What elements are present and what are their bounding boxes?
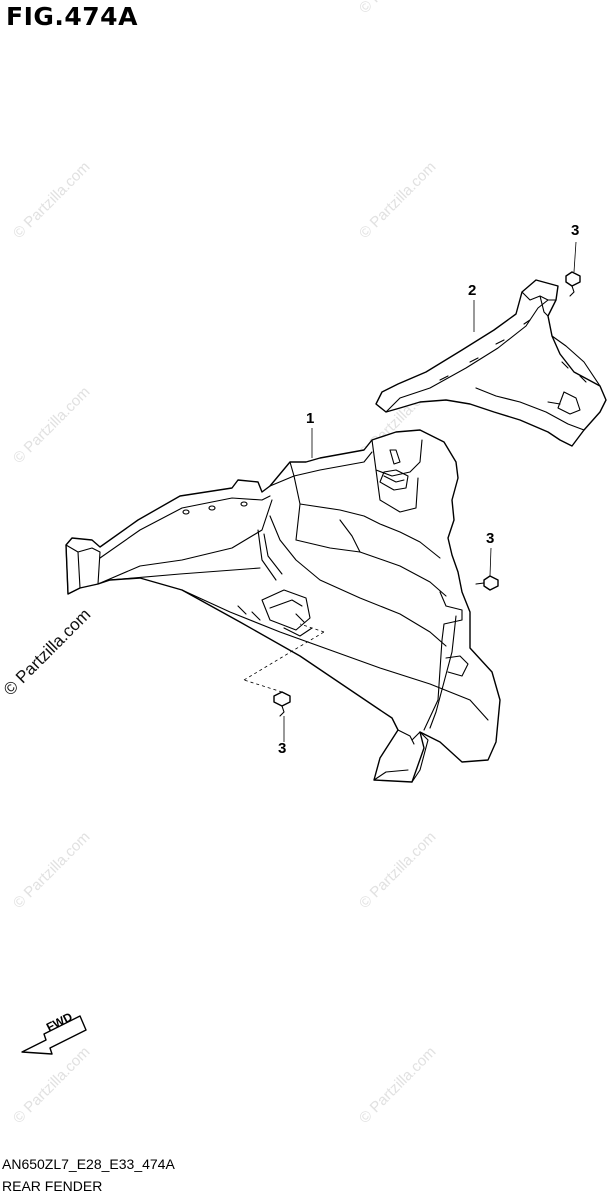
callout-fender: 1: [306, 410, 315, 427]
callout-screw-right: 3: [486, 530, 495, 547]
screw-top[interactable]: [565, 241, 581, 297]
forward-arrow: [21, 1015, 87, 1055]
section-name: REAR FENDER: [2, 1178, 103, 1194]
callout-screw-top: 3: [571, 222, 580, 239]
rear-fender-part[interactable]: [65, 429, 501, 783]
figure-title: FIG.474A: [6, 2, 138, 31]
model-code: AN650ZL7_E28_E33_474A: [2, 1156, 175, 1172]
callout-screw-bottom: 3: [278, 740, 287, 757]
callout-cover: 2: [468, 282, 477, 299]
fender-cover-part[interactable]: [375, 279, 607, 447]
screw-bottom[interactable]: [273, 691, 291, 742]
leader-lines: [243, 300, 475, 693]
screw-right[interactable]: [475, 547, 499, 591]
